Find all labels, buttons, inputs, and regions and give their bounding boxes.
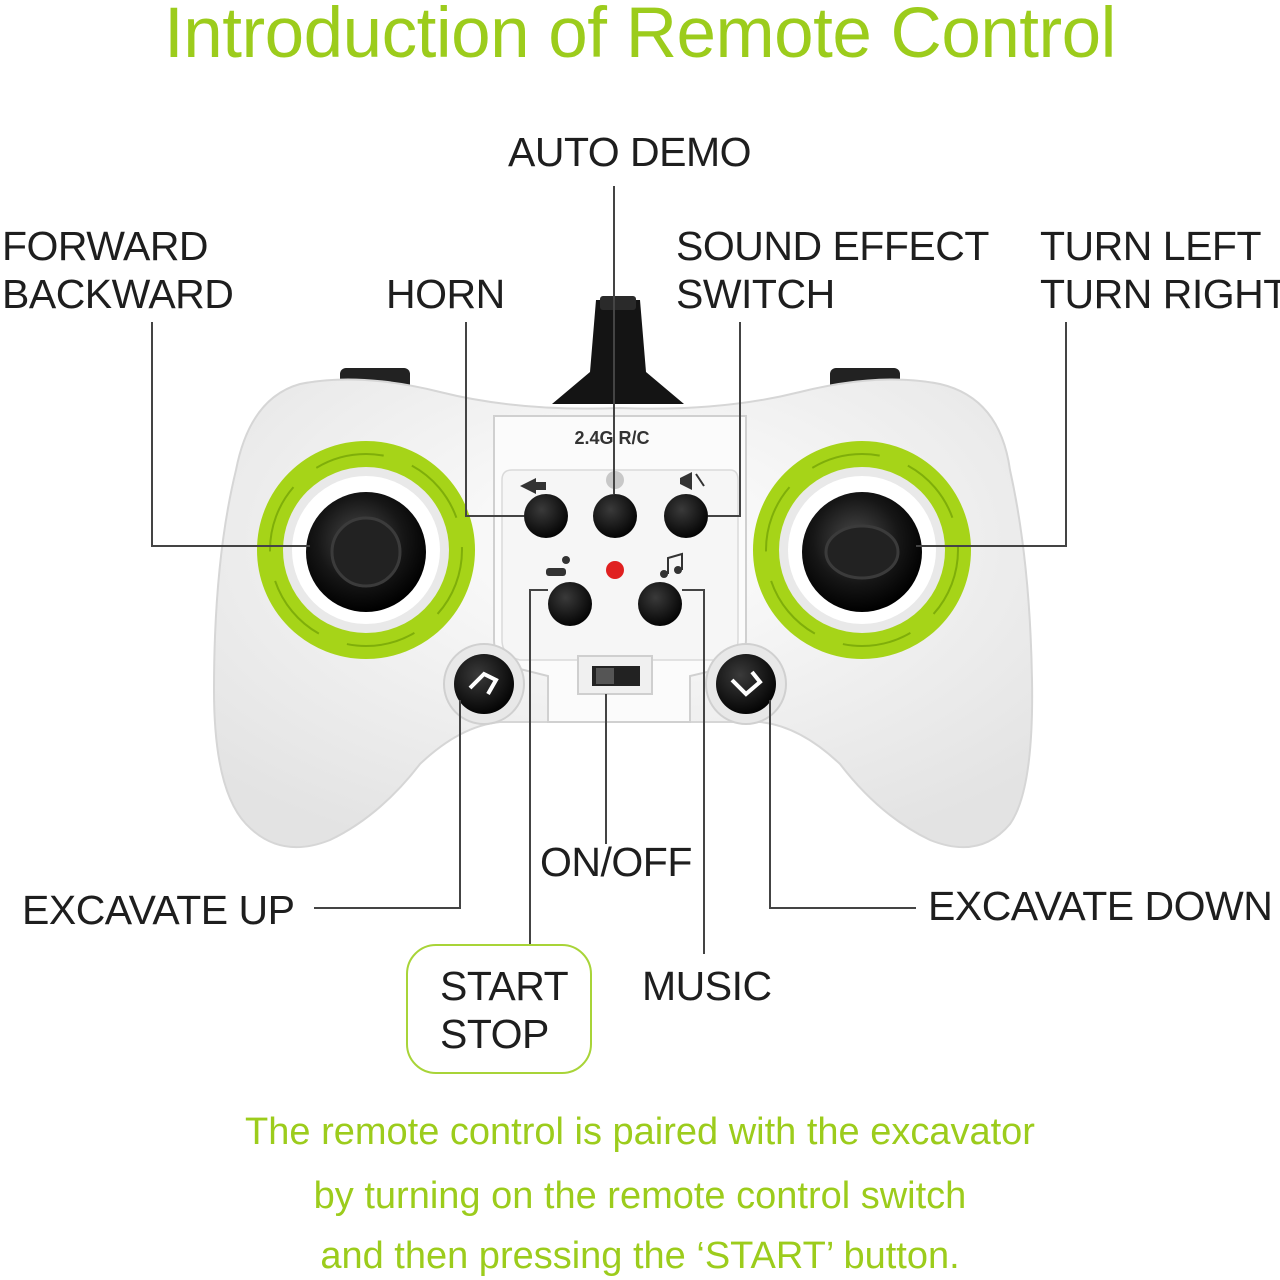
label-excavate-down: EXCAVATE DOWN — [928, 883, 1273, 929]
leader-music — [682, 589, 705, 954]
excavate-down-button[interactable] — [705, 643, 787, 725]
brand-text: 2.4G R/C — [574, 428, 649, 448]
power-led — [606, 561, 624, 579]
leader-horn — [465, 322, 524, 517]
left-joystick[interactable] — [257, 441, 475, 659]
label-excavate-up: EXCAVATE UP — [22, 887, 295, 933]
label-backward: BACKWARD — [2, 271, 234, 317]
leader-sound-effect — [708, 322, 741, 517]
label-turn-right: TURN RIGHT — [1040, 271, 1280, 317]
leader-start-stop — [529, 589, 548, 944]
excavate-up-icon — [468, 671, 499, 695]
music-icon — [660, 552, 683, 578]
start-icon — [546, 556, 570, 576]
label-forward-backward: FORWARD BACKWARD — [2, 222, 234, 318]
excavate-down-icon — [730, 670, 763, 697]
start-stop-callout — [406, 944, 592, 1074]
label-sound-effect-switch: SOUND EFFECT SWITCH — [676, 222, 989, 318]
sound-icon — [680, 472, 705, 490]
label-auto-demo: AUTO DEMO — [508, 129, 752, 175]
leader-excavate-down — [769, 700, 916, 909]
label-sound-effect: SOUND EFFECT — [676, 223, 989, 269]
label-horn: HORN — [386, 271, 505, 317]
footer-line-2: by turning on the remote control switch — [313, 1175, 967, 1217]
label-music: MUSIC — [642, 963, 772, 1009]
label-stop: STOP — [440, 1011, 549, 1057]
leader-forward-backward — [151, 322, 310, 547]
music-button[interactable] — [638, 582, 682, 626]
label-on-off: ON/OFF — [540, 839, 692, 885]
label-start-stop: START STOP — [440, 962, 569, 1058]
page-title: Introduction of Remote Control — [164, 0, 1116, 73]
label-turn-left: TURN LEFT — [1040, 223, 1262, 269]
leader-turn — [916, 322, 1067, 547]
leader-excavate-up — [314, 700, 461, 909]
horn-icon — [520, 478, 546, 494]
sound-effect-button[interactable] — [664, 494, 708, 538]
start-stop-button[interactable] — [548, 582, 592, 626]
label-start: START — [440, 963, 569, 1009]
antenna — [552, 296, 684, 404]
footer-line-1: The remote control is paired with the ex… — [245, 1111, 1035, 1153]
power-switch[interactable] — [577, 655, 653, 695]
auto-demo-button[interactable] — [593, 494, 637, 538]
excavate-up-button[interactable] — [443, 643, 525, 725]
label-switch: SWITCH — [676, 271, 835, 317]
label-forward: FORWARD — [2, 223, 209, 269]
label-turn-left-right: TURN LEFT TURN RIGHT — [1040, 222, 1280, 318]
horn-button[interactable] — [524, 494, 568, 538]
right-joystick[interactable] — [753, 441, 971, 659]
footer-line-3: and then pressing the ‘START’ button. — [320, 1235, 960, 1277]
leader-lines — [151, 186, 1067, 954]
